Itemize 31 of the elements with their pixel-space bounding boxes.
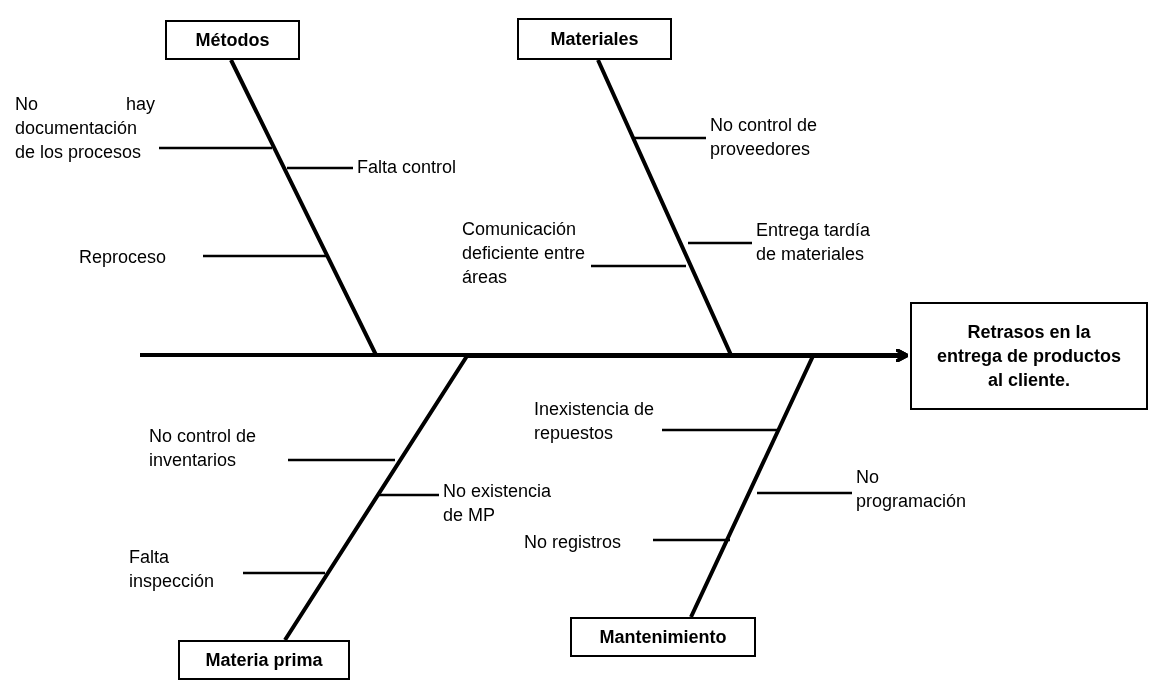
cause-label: Reproceso (79, 245, 199, 269)
branch-line (203, 254, 327, 258)
cause-label: Comunicación deficiente entre áreas (462, 217, 587, 289)
branch-line (378, 493, 439, 497)
branch-line (662, 428, 778, 432)
cause-label: Inexistencia de repuestos (534, 397, 658, 445)
cause-label: Falta control (357, 155, 487, 179)
cause-label: No hay documentación de los procesos (15, 92, 155, 164)
branch-line (243, 571, 325, 575)
arrow (596, 59, 909, 363)
branch-line (159, 146, 272, 150)
category-box: Materiales (517, 18, 672, 60)
category-box: Métodos (165, 20, 300, 60)
cause-label: No programación (856, 465, 976, 513)
cause-label: No existencia de MP (443, 479, 563, 527)
cause-label: Falta inspección (129, 545, 239, 593)
branch-line (288, 458, 395, 462)
cause-label: No registros (524, 530, 649, 554)
cause-label: Entrega tardía de materiales (756, 218, 886, 266)
branch-line (591, 264, 686, 268)
cause-label: No control de inventarios (149, 424, 284, 472)
category-box: Mantenimiento (570, 617, 756, 657)
branch-line (653, 538, 730, 542)
arrow (689, 348, 909, 618)
cause-label: No control de proveedores (710, 113, 840, 161)
category-box: Materia prima (178, 640, 350, 680)
branch-line (757, 491, 852, 495)
branch-line (633, 136, 706, 140)
effect-box: Retrasos en la entrega de productos al cliente. (910, 302, 1148, 410)
branch-line (287, 166, 353, 170)
branch-line (688, 241, 752, 245)
